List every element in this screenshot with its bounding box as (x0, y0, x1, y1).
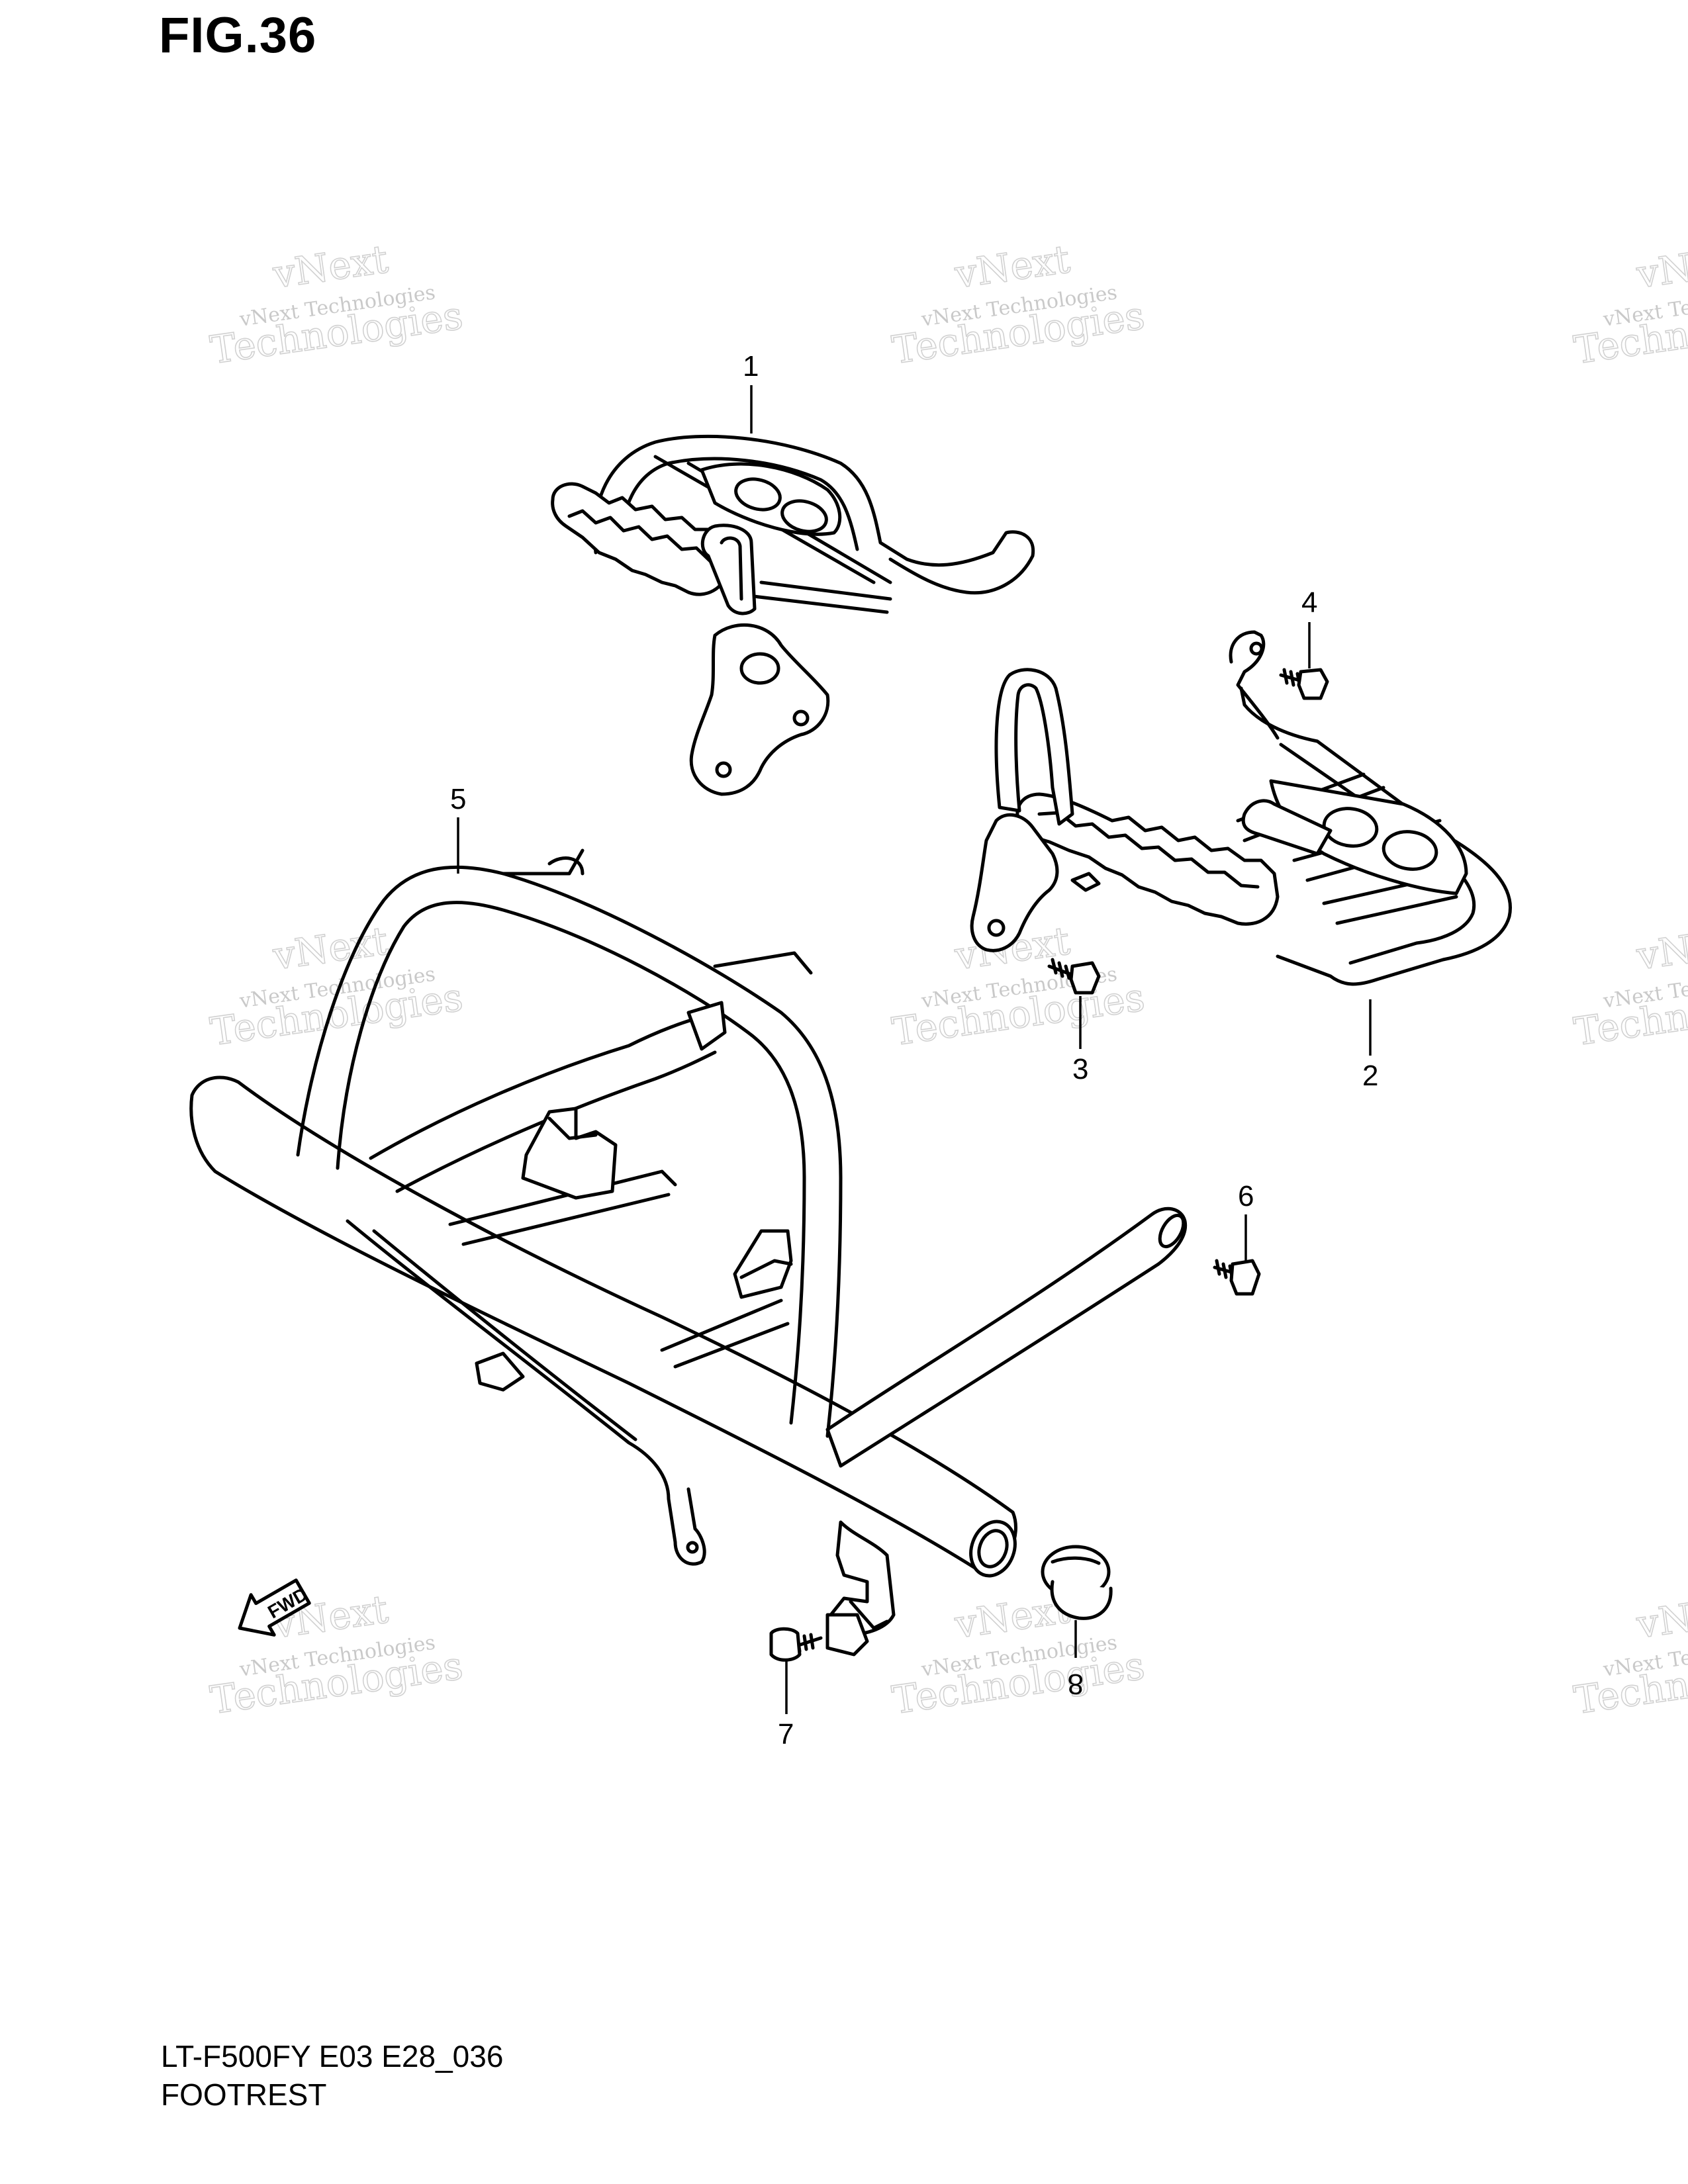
svg-text:vNext: vNext (1634, 918, 1688, 979)
svg-text:1: 1 (743, 350, 759, 383)
svg-text:6: 6 (1238, 1180, 1254, 1212)
svg-text:vNext: vNext (270, 236, 391, 297)
svg-text:3: 3 (1072, 1053, 1088, 1085)
callouts: 1 2 3 4 5 6 7 8 (450, 350, 1378, 1751)
part-1-footrest-right (551, 434, 1035, 796)
part-8-cap (1041, 1545, 1113, 1620)
svg-text:4: 4 (1301, 586, 1317, 619)
part-7-bolt (769, 1627, 823, 1662)
callout-5: 5 (450, 783, 466, 874)
part-2-footrest-left (970, 630, 1512, 986)
svg-text:2: 2 (1362, 1060, 1378, 1092)
svg-text:vNext: vNext (270, 918, 391, 979)
svg-text:vNext: vNext (1634, 1586, 1688, 1647)
callout-8: 8 (1068, 1620, 1084, 1700)
svg-text:vNext: vNext (952, 236, 1073, 297)
part-4-bolt (1279, 668, 1329, 700)
callout-2: 2 (1362, 999, 1378, 1092)
svg-text:vNext: vNext (1634, 236, 1688, 297)
figure-title: FIG.36 (159, 7, 317, 64)
callout-1: 1 (743, 350, 759, 433)
model-code: LT-F500FY E03 E28_036 (161, 2039, 504, 2073)
part-3-bolt (1047, 958, 1101, 995)
svg-text:5: 5 (450, 783, 466, 815)
callout-3: 3 (1072, 996, 1088, 1085)
callout-6: 6 (1238, 1180, 1254, 1261)
callout-7: 7 (778, 1661, 794, 1751)
svg-text:7: 7 (778, 1718, 794, 1751)
callout-4: 4 (1301, 586, 1317, 668)
part-5-front-bumper (189, 848, 1188, 1657)
svg-text:8: 8 (1068, 1668, 1084, 1700)
section-name: FOOTREST (161, 2077, 327, 2112)
part-6-bolt (1213, 1259, 1261, 1296)
